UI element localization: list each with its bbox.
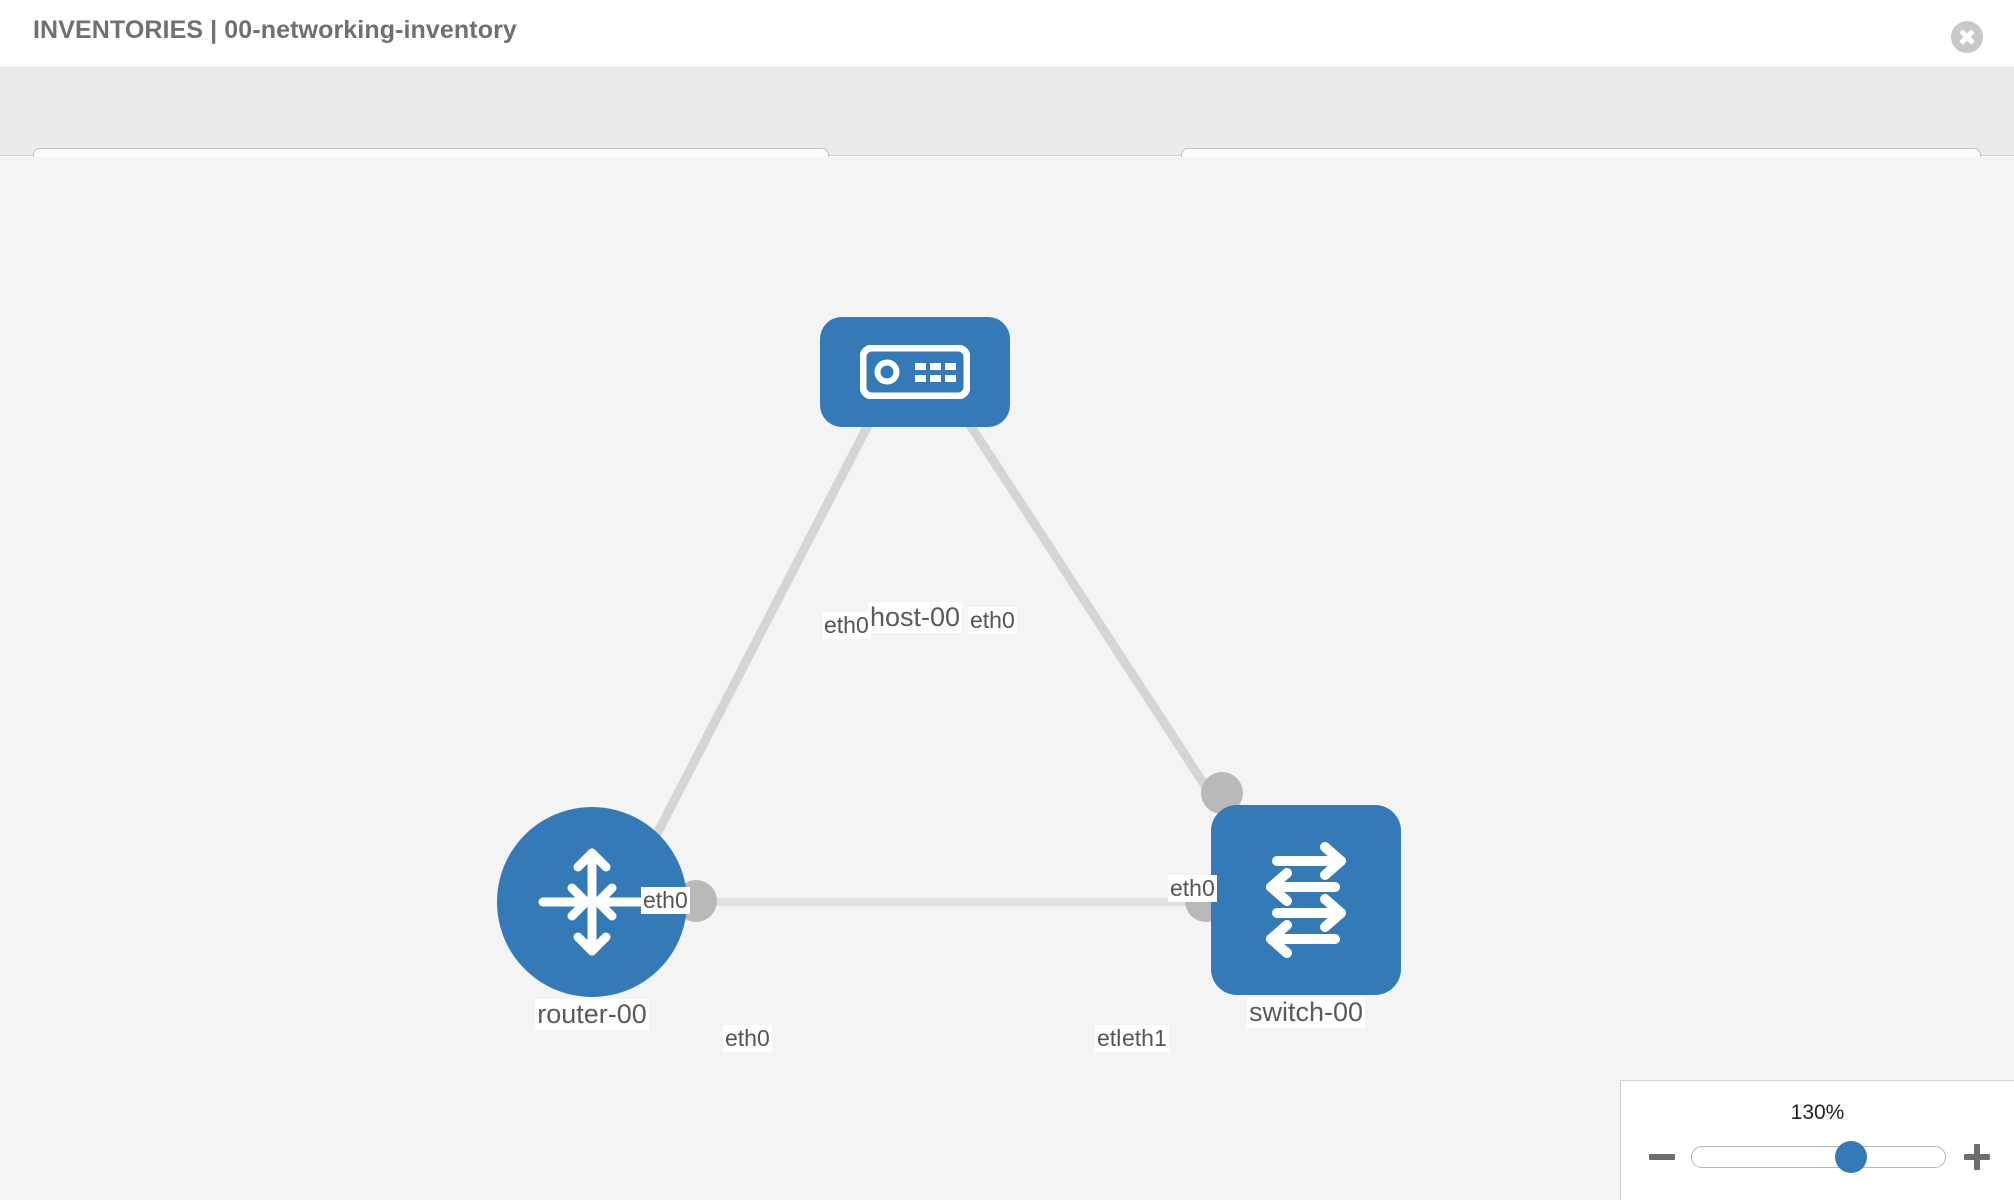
node-label-switch-00: switch-00 <box>1246 997 1366 1028</box>
topology-canvas[interactable]: host-00 <box>0 157 2014 1200</box>
zoom-control-panel: 130% <box>1620 1080 2014 1200</box>
page-header: INVENTORIES | 00-networking-inventory <box>0 0 2014 68</box>
edge-label-switch-eth1[interactable]: eth1 <box>1120 1025 1169 1052</box>
edge-label-switch-eth0-up[interactable]: eth0 <box>1168 875 1217 902</box>
edge-label-router-eth0-up[interactable]: eth0 <box>641 887 690 914</box>
server-icon <box>820 317 1010 427</box>
topology-node-switch-00[interactable]: switch-00 <box>1211 805 1401 1065</box>
close-icon[interactable] <box>1951 21 1983 53</box>
node-label-router-00: router-00 <box>535 999 649 1030</box>
edge-host-switch <box>951 399 1249 850</box>
topology-edges <box>641 399 1249 906</box>
switch-arrows-icon <box>1211 805 1401 995</box>
page-title: INVENTORIES | 00-networking-inventory <box>33 16 517 44</box>
edge-label-host-eth0-left[interactable]: eth0 <box>822 612 871 639</box>
plus-icon[interactable] <box>1964 1144 1990 1170</box>
node-label-host-00: host-00 <box>867 602 963 633</box>
zoom-slider-track[interactable] <box>1691 1141 1946 1173</box>
zoom-slider-row <box>1621 1137 2014 1177</box>
zoom-slider-thumb[interactable] <box>1835 1141 1868 1173</box>
router-arrows-icon <box>497 807 687 997</box>
topology-node-router-00[interactable]: router-00 <box>497 807 687 1067</box>
minus-icon[interactable] <box>1649 1144 1675 1170</box>
toolbar: ACTIONS SEARCH <box>0 68 2014 200</box>
edge-label-router-eth0-right[interactable]: eth0 <box>723 1025 772 1052</box>
zoom-percent-label: 130% <box>1790 1101 1845 1124</box>
edge-label-host-eth0-right[interactable]: eth0 <box>968 607 1017 634</box>
topology-node-host-00[interactable]: host-00 <box>820 317 1010 633</box>
edge-router-host <box>641 399 884 860</box>
